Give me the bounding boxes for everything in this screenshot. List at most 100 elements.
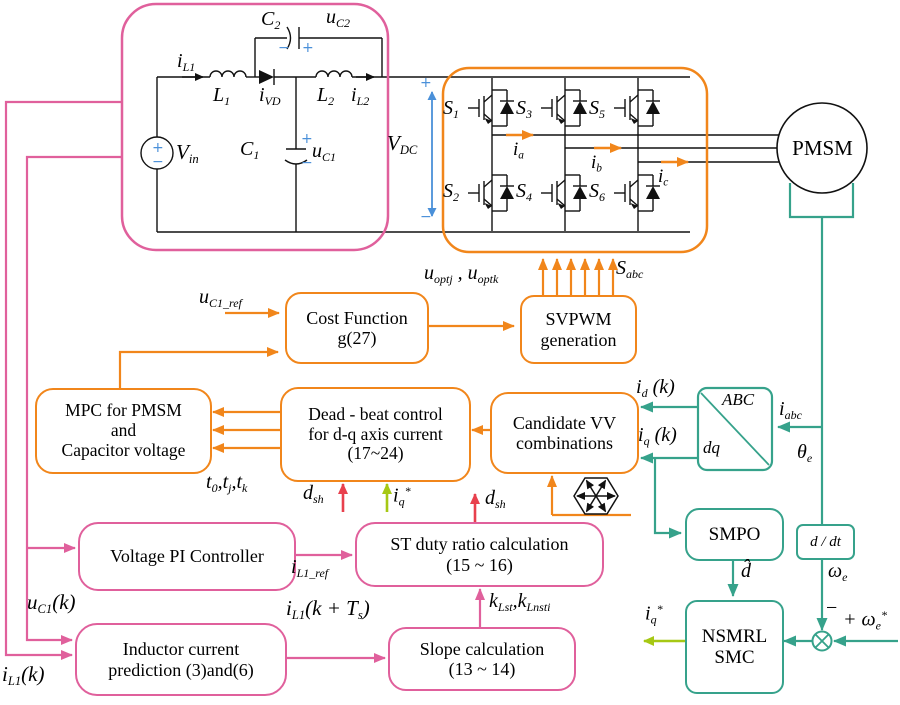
capacitor-c2-icon bbox=[286, 26, 292, 50]
slope-line1: Slope calculation bbox=[419, 638, 545, 659]
c2-minus-mark: − bbox=[278, 40, 290, 56]
label-c1: C1 bbox=[240, 138, 260, 162]
label-c2: C2 bbox=[261, 8, 281, 32]
label-theta-e: θe bbox=[797, 441, 813, 465]
pmsm-label: PMSM bbox=[792, 136, 853, 160]
label-d-hat: d̂ bbox=[741, 560, 751, 582]
label-i-d-k: id (k) bbox=[636, 376, 675, 400]
deadbeat-line1: Dead - beat control bbox=[308, 403, 443, 424]
label-minus-sign: − bbox=[826, 597, 838, 619]
label-i-q-ref-out: iq* bbox=[645, 602, 663, 627]
abc-dq-transform-block bbox=[696, 386, 774, 472]
label-i-c: ic bbox=[658, 166, 669, 189]
label-d-sh-right: dsh bbox=[485, 487, 506, 511]
iL1-feedback-line bbox=[4, 100, 122, 660]
label-s4: S4 bbox=[516, 180, 532, 204]
igbt-s5-icon bbox=[613, 89, 661, 127]
teal-signal-lines bbox=[640, 183, 898, 647]
c1-minus-mark: − bbox=[301, 155, 313, 171]
inductor-prediction-box: Inductor current prediction (3)and(6) bbox=[75, 623, 287, 696]
label-u-c1: uC1 bbox=[312, 140, 337, 164]
igbt-s4-icon bbox=[540, 174, 588, 212]
igbt-s6-icon bbox=[613, 174, 661, 212]
c2-plus-mark: + bbox=[302, 40, 314, 56]
deadbeat-line2: for d-q axis current bbox=[308, 423, 443, 444]
candidate-line2: combinations bbox=[516, 433, 613, 453]
inverter-outline bbox=[441, 66, 709, 254]
mpc-box: MPC for PMSM and Capacitor voltage bbox=[35, 388, 212, 474]
svpwm-box: SVPWM generation bbox=[520, 295, 637, 364]
label-s-abc: Sabc bbox=[616, 257, 644, 281]
cost-function-line2: g(27) bbox=[337, 328, 377, 348]
label-l2: L2 bbox=[317, 84, 335, 108]
label-i-l1-k-ts: iL1(k + Ts) bbox=[286, 596, 370, 623]
vin-minus-mark: − bbox=[152, 154, 164, 170]
label-s5: S5 bbox=[589, 97, 605, 121]
deadbeat-line3: (17~24) bbox=[347, 443, 404, 464]
label-u-c1-ref: uC1_ref bbox=[199, 286, 242, 310]
label-u-c1-k: uC1(k) bbox=[27, 590, 76, 617]
slope-line2: (13 ~ 14) bbox=[448, 659, 516, 679]
svpwm-line2: generation bbox=[540, 329, 617, 350]
inverter-bridge-devices bbox=[467, 89, 661, 212]
label-s2: S2 bbox=[443, 180, 459, 204]
mpc-line2: and bbox=[110, 420, 137, 441]
candidate-vv-box: Candidate VV combinations bbox=[490, 392, 639, 474]
inductor-line2: prediction (3)and(6) bbox=[108, 659, 254, 680]
label-i-q-k: iq (k) bbox=[638, 424, 677, 448]
candidate-line1: Candidate VV bbox=[512, 412, 617, 433]
mpc-to-cost-line bbox=[118, 347, 279, 388]
ddt-box: d / dt bbox=[796, 524, 855, 560]
label-i-b: ib bbox=[591, 152, 602, 175]
label-omega-e: ωe bbox=[828, 560, 848, 584]
igbt-s1-icon bbox=[467, 89, 515, 127]
cost-function-box: Cost Function g(27) bbox=[285, 292, 429, 364]
mpc-line1: MPC for PMSM bbox=[65, 400, 182, 421]
label-i-l2: iL2 bbox=[351, 84, 370, 108]
label-s1: S1 bbox=[443, 97, 459, 121]
label-t-times: t0,tj,tk bbox=[206, 471, 248, 495]
label-u-opt: uoptj , uoptk bbox=[424, 262, 499, 286]
label-s3: S3 bbox=[516, 97, 532, 121]
qzsi-circuit-wires bbox=[140, 26, 800, 233]
qzsi-circuit-outline bbox=[120, 2, 390, 252]
label-k-slopes: kLst,kLnsti bbox=[489, 590, 551, 614]
dq-label: dq bbox=[703, 438, 720, 457]
label-v-dc: VDC bbox=[387, 131, 418, 158]
label-i-l1: iL1 bbox=[177, 50, 196, 74]
label-d-sh-left: dsh bbox=[303, 482, 324, 506]
label-v-in: Vin bbox=[176, 140, 199, 167]
summing-junction bbox=[811, 630, 833, 652]
vin-plus-mark: + bbox=[152, 140, 164, 156]
orange-signal-lines bbox=[118, 258, 631, 517]
cost-function-line1: Cost Function bbox=[306, 307, 408, 328]
label-u-c2: uC2 bbox=[326, 6, 351, 30]
slope-calc-box: Slope calculation (13 ~ 14) bbox=[388, 627, 576, 691]
nsmrl-smc-box: NSMRL SMC bbox=[685, 600, 784, 694]
smpo-input-line bbox=[653, 458, 682, 539]
nsmrl-line1: NSMRL bbox=[701, 625, 768, 647]
vdc-plus-mark: + bbox=[420, 75, 432, 91]
st-duty-line2: (15 ~ 16) bbox=[446, 554, 513, 575]
smpo-label: SMPO bbox=[708, 523, 761, 545]
vdc-minus-mark: − bbox=[420, 209, 432, 225]
st-duty-line1: ST duty ratio calculation bbox=[390, 534, 569, 555]
mpc-line3: Capacitor voltage bbox=[61, 439, 186, 460]
uC1-feedback-line bbox=[25, 155, 122, 645]
label-i-a: ia bbox=[513, 139, 524, 162]
abc-label: ABC bbox=[722, 390, 755, 409]
svpwm-line1: SVPWM bbox=[545, 309, 612, 330]
phase-current-arrows bbox=[506, 130, 689, 167]
smpo-box: SMPO bbox=[685, 508, 784, 561]
label-s6: S6 bbox=[589, 180, 605, 204]
label-i-q-ref-in: iq* bbox=[393, 484, 411, 509]
deadbeat-box: Dead - beat control for d-q axis current… bbox=[280, 387, 471, 482]
label-i-l1-ref: iL1_ref bbox=[291, 556, 329, 580]
voltage-pi-label: Voltage PI Controller bbox=[110, 546, 264, 567]
c1-plus-mark: + bbox=[301, 131, 313, 147]
diode-icon bbox=[259, 70, 274, 84]
label-i-abc: iabc bbox=[779, 398, 802, 422]
igbt-s3-icon bbox=[540, 89, 588, 127]
